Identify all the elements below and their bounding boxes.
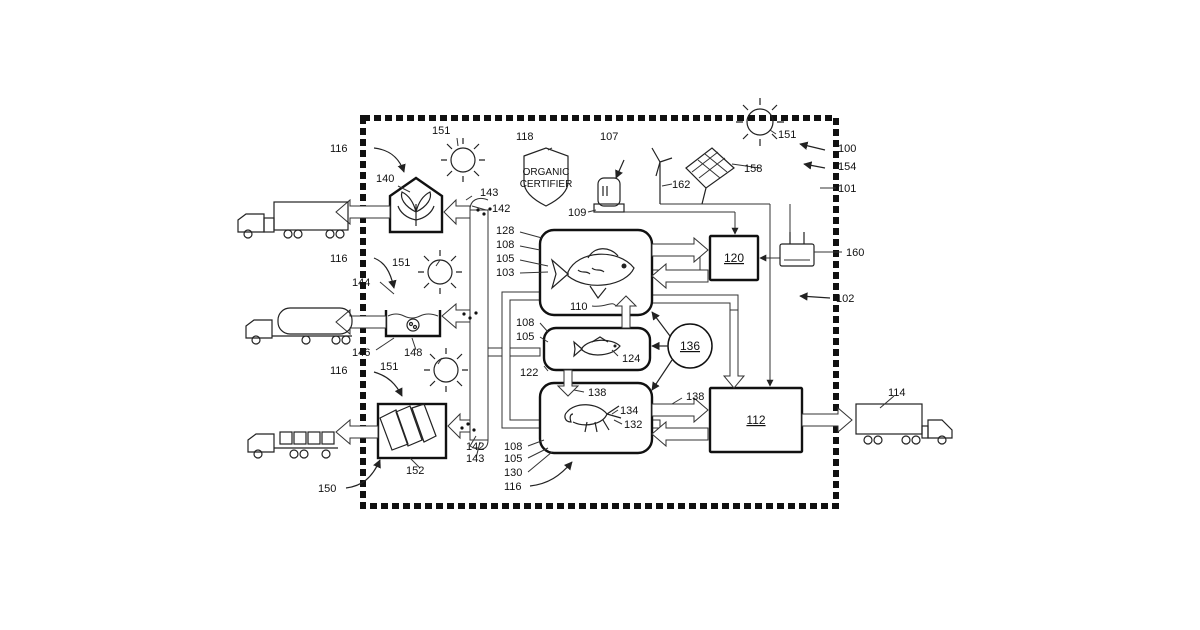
ref-143-top: 143: [480, 187, 498, 199]
label-136: 136: [680, 339, 700, 353]
feeder-device: [594, 178, 624, 212]
ref-151-low: 151: [380, 361, 398, 373]
ref-105-c: 105: [504, 453, 522, 465]
ref-116-low: 116: [330, 365, 348, 377]
truck-icon-greenhouse: [238, 202, 348, 238]
ref-108-b: 108: [516, 317, 534, 329]
ref-108-c: 108: [504, 441, 522, 453]
network-device-icon: [780, 232, 814, 266]
label-112: 112: [746, 413, 765, 427]
ref-108-a: 108: [496, 239, 514, 251]
ref-138-a: 138: [588, 387, 606, 399]
ref-142-low: 142: [466, 441, 484, 453]
greenhouse-140: [390, 178, 442, 232]
ref-116-bottom: 116: [504, 481, 522, 493]
ref-146: 146: [352, 347, 370, 359]
arrow-pipe-to-greenhouse: [444, 200, 470, 224]
ref-128: 128: [496, 225, 514, 237]
flatbed-truck-icon: [248, 432, 338, 458]
tanker-truck-icon: [246, 308, 352, 344]
ref-151-mid: 151: [392, 257, 410, 269]
ref-102: 102: [836, 293, 854, 305]
arrow-112-to-truck: [802, 408, 852, 432]
ref-150: 150: [318, 483, 336, 495]
ref-144: 144: [352, 277, 370, 289]
ref-143-low: 143: [466, 453, 484, 465]
ref-154: 154: [838, 161, 856, 173]
ref-160: 160: [846, 247, 864, 259]
organic-certifier-badge: ORGANIC CERTIFIER: [520, 148, 573, 206]
arrow-bin-out: [336, 420, 378, 444]
ref-116-mid: 116: [330, 253, 348, 265]
ref-151-right: 151: [778, 129, 796, 141]
sun-icon-2: [418, 250, 462, 294]
solar-panel-icon: [686, 148, 734, 204]
ref-130: 130: [504, 467, 522, 479]
arrow-pipe-to-bin: [448, 414, 470, 438]
ref-105-a: 105: [496, 253, 514, 265]
ref-124: 124: [622, 353, 640, 365]
sun-icon-1: [441, 138, 485, 182]
ref-134: 134: [620, 405, 638, 417]
sun-icon-3: [424, 348, 468, 392]
fish-tank-upper: [540, 230, 652, 315]
certifier-line1: ORGANIC: [523, 167, 570, 178]
truck-icon-output: [856, 404, 952, 444]
compost-bin-152: [378, 404, 446, 458]
sun-icon-4: [736, 98, 784, 146]
arrow-pipe-to-tank: [442, 304, 470, 328]
ref-105-b: 105: [516, 331, 534, 343]
ref-151-top: 151: [432, 125, 450, 137]
wind-turbine-icon: [652, 148, 672, 204]
ref-142-top: 142: [492, 203, 510, 215]
ref-148: 148: [404, 347, 422, 359]
ref-132: 132: [624, 419, 642, 431]
ref-138-b: 138: [686, 391, 704, 403]
ref-140: 140: [376, 173, 394, 185]
certifier-line2: CERTIFIER: [520, 179, 573, 190]
ref-158: 158: [744, 163, 762, 175]
plant-tank-148: [386, 310, 440, 336]
ref-100: 100: [838, 143, 856, 155]
ref-109: 109: [568, 207, 586, 219]
label-120: 120: [724, 251, 744, 265]
ref-122: 122: [520, 367, 538, 379]
ref-152: 152: [406, 465, 424, 477]
ref-103: 103: [496, 267, 514, 279]
ref-118: 118: [516, 131, 534, 143]
ref-114: 114: [888, 387, 906, 399]
ref-116-top: 116: [330, 143, 348, 155]
ref-162: 162: [672, 179, 690, 191]
ref-110: 110: [570, 301, 588, 313]
arrow-into-112: [724, 310, 744, 388]
ref-101: 101: [838, 183, 856, 195]
ref-107: 107: [600, 131, 618, 143]
